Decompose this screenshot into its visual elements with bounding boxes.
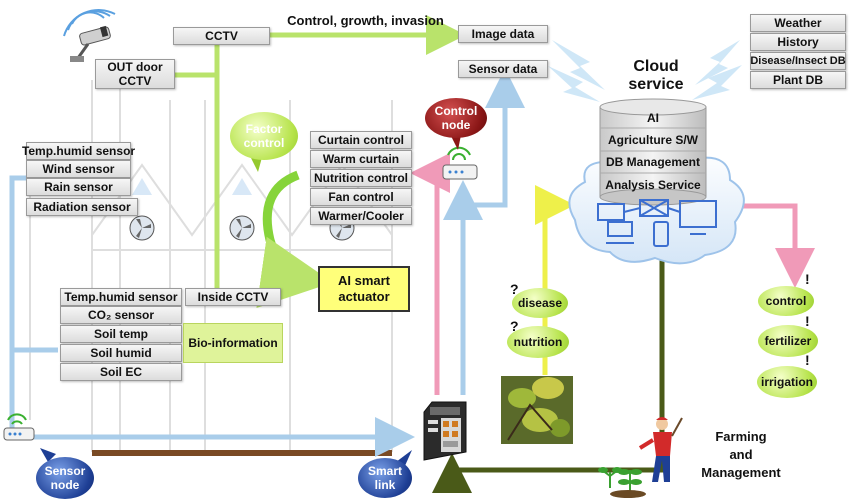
sensor-node-line1: Sensor (44, 464, 86, 478)
control-node-line1: Control (434, 104, 478, 118)
nutrition-question-mark: ? (510, 318, 519, 334)
outdoor-cctv-label: OUT door CCTV (95, 59, 175, 89)
control-exclaim-mark: ! (805, 271, 810, 287)
sensor-data-arrows (9, 68, 525, 457)
cctv-camera-icon (63, 9, 116, 62)
sensor-soil-temp: Soil temp (60, 325, 182, 343)
farming-arrow (432, 236, 665, 493)
source-weather: Weather (750, 14, 846, 32)
control-node-bubble: Control node (425, 98, 487, 138)
sensor-node-router-icon (3, 413, 35, 441)
image-data-label: Image data (458, 25, 548, 43)
cloud-stack-agri-sw: Agriculture S/W (607, 133, 698, 147)
sensor-node-bubble: Sensor node (36, 457, 94, 499)
sensor-soil-ec: Soil EC (60, 363, 182, 381)
factor-control-bubble: Factor control (230, 112, 298, 160)
cloud-stack-db-management: DB Management (605, 155, 700, 169)
cloud-stack-analysis: Analysis Service (605, 178, 701, 192)
smart-link-line1: Smart (367, 464, 402, 478)
irrigation-exclaim-mark: ! (805, 352, 810, 368)
diagnosis-disease: disease (512, 288, 568, 318)
ai-smart-actuator: AI smart actuator (318, 266, 410, 312)
sensor-temp-humid-outdoor: Temp.humid sensor (21, 142, 136, 160)
bio-information-label: Bio-information (183, 323, 283, 363)
cloud-service-title: Cloud service (606, 58, 706, 94)
seedlings-icon (598, 467, 646, 498)
control-warm-curtain: Warm curtain (310, 150, 412, 168)
cctv-label: CCTV (173, 27, 270, 45)
cloud-stack-ai: AI (647, 111, 659, 125)
farming-line2: and (729, 447, 753, 462)
sensor-wind: Wind sensor (26, 160, 131, 178)
control-arrows (410, 153, 815, 395)
smart-link-bubble: Smart link (358, 458, 412, 498)
cloud-title-line2: service (628, 76, 684, 93)
factor-control-line1: Factor (245, 122, 283, 136)
cloud-title-line1: Cloud (633, 58, 679, 75)
action-fertilizer: fertilizer (758, 325, 818, 357)
sensor-node-line2: node (50, 478, 80, 492)
outdoor-cctv-line2: CCTV (118, 74, 152, 88)
flow-label: Control, growth, invasion (287, 12, 444, 28)
sensor-data-label: Sensor data (458, 60, 548, 78)
source-plant-db: Plant DB (750, 71, 846, 89)
inside-cctv-label: Inside CCTV (185, 288, 281, 306)
diagnosis-arrow (535, 185, 575, 375)
sensor-soil-humid: Soil humid (60, 344, 182, 362)
farmer-icon (638, 417, 683, 482)
ai-actuator-line2: actuator (338, 289, 390, 304)
factor-control-line2: control (243, 136, 285, 150)
diagnosis-nutrition: nutrition (507, 326, 569, 358)
farming-management-label: Farming and Management (686, 428, 796, 482)
fertilizer-exclaim-mark: ! (805, 313, 810, 329)
action-irrigation: irrigation (757, 366, 817, 398)
farming-line1: Farming (715, 429, 767, 444)
sensor-node-tail (40, 448, 56, 462)
source-history: History (750, 33, 846, 51)
control-warmer-cooler: Warmer/Cooler (310, 207, 412, 225)
sensor-rain: Rain sensor (26, 178, 131, 196)
outdoor-cctv-line1: OUT door (107, 60, 163, 74)
factor-control-arrow (256, 170, 333, 308)
control-fan: Fan control (310, 188, 412, 206)
disease-question-mark: ? (510, 281, 519, 297)
plant-photo (501, 376, 573, 444)
ai-actuator-line1: AI smart (337, 273, 391, 288)
sensor-temp-humid-indoor: Temp.humid sensor (60, 288, 182, 306)
action-control: control (758, 286, 814, 316)
devices-icon (597, 199, 717, 247)
control-node-line2: node (441, 118, 471, 132)
control-node-router-icon (442, 146, 478, 180)
ground-soil (92, 450, 392, 456)
control-curtain: Curtain control (310, 131, 412, 149)
smart-link-device-icon (423, 401, 467, 461)
source-disease-insect-db: Disease/Insect DB (750, 52, 846, 70)
control-nutrition: Nutrition control (310, 169, 412, 187)
farming-line3: Management (701, 465, 781, 480)
sensor-co2: CO₂ sensor (60, 306, 182, 324)
lightning-icon (548, 40, 742, 102)
smart-link-line2: link (374, 478, 396, 492)
sensor-radiation: Radiation sensor (26, 198, 138, 216)
